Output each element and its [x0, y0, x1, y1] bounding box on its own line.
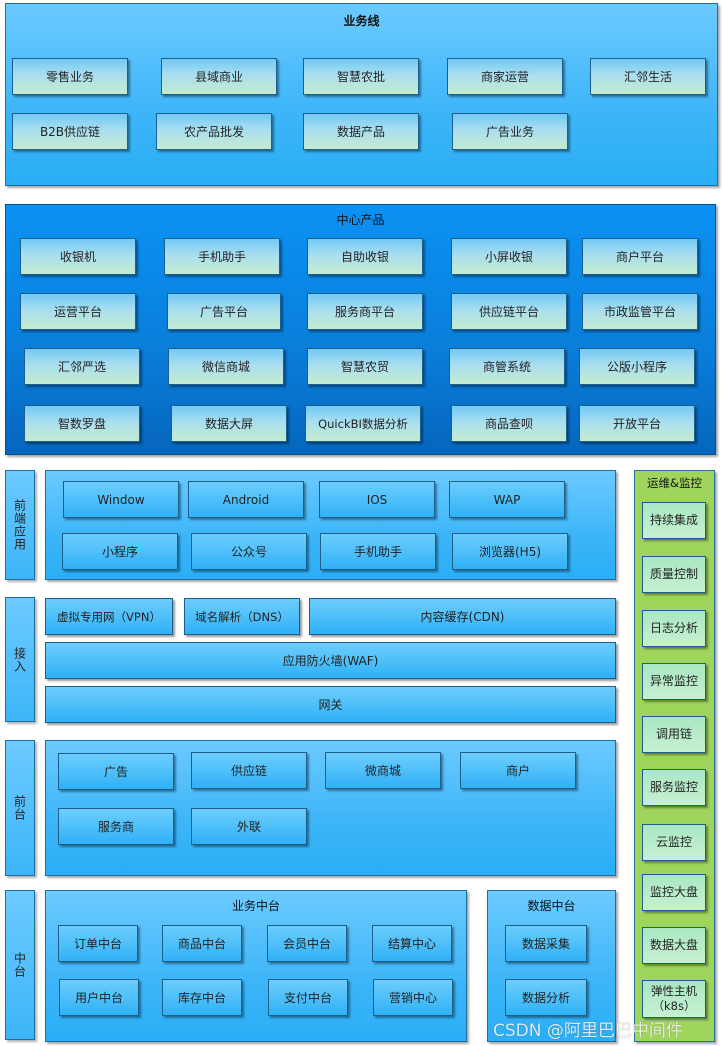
front-office-label: 前台: [5, 740, 35, 876]
front-external[interactable]: 外联: [191, 808, 307, 845]
center-products-title: 中心产品: [336, 213, 385, 227]
product-mall-management[interactable]: 商管系统: [449, 348, 565, 385]
csdn-watermark: CSDN @阿里巴巴中间件: [493, 1021, 683, 1041]
middle-settlement[interactable]: 结算中心: [372, 925, 452, 962]
frontend-android[interactable]: Android: [188, 481, 304, 518]
business-item-smart-wholesale[interactable]: 智慧农批: [303, 58, 419, 95]
ops-cloud-monitor[interactable]: 云监控: [642, 824, 706, 861]
ops-ci[interactable]: 持续集成: [642, 502, 706, 539]
data-analysis[interactable]: 数据分析: [505, 979, 587, 1016]
ops-title: 运维&监控: [647, 476, 702, 490]
ops-monitor-dashboard[interactable]: 监控大盘: [642, 874, 706, 911]
access-waf[interactable]: 应用防火墙(WAF): [45, 642, 616, 679]
data-collection[interactable]: 数据采集: [505, 925, 587, 962]
business-item-advertising[interactable]: 广告业务: [452, 113, 568, 150]
frontend-window[interactable]: Window: [63, 481, 179, 518]
business-line-title: 业务线: [343, 14, 380, 28]
frontend-apps-label: 前端应用: [5, 470, 35, 580]
business-item-retail[interactable]: 零售业务: [12, 58, 128, 95]
business-item-county[interactable]: 县域商业: [161, 58, 277, 95]
front-micro-mall[interactable]: 微商城: [325, 752, 441, 789]
middle-member[interactable]: 会员中台: [267, 925, 347, 962]
ops-service-monitor[interactable]: 服务监控: [642, 769, 706, 806]
access-label: 接入: [5, 597, 35, 722]
middle-office-label: 中台: [5, 890, 35, 1040]
frontend-mobile-assistant[interactable]: 手机助手: [320, 533, 436, 570]
ops-exception-monitor[interactable]: 异常监控: [642, 663, 706, 700]
business-item-agri-wholesale[interactable]: 农产品批发: [156, 113, 272, 150]
frontend-miniprogram[interactable]: 小程序: [62, 533, 178, 570]
product-public-miniprogram[interactable]: 公版小程序: [579, 348, 695, 385]
access-cdn[interactable]: 内容缓存(CDN): [309, 598, 616, 635]
product-huilin-select[interactable]: 汇邻严选: [24, 348, 140, 385]
business-item-data-products[interactable]: 数据产品: [303, 113, 419, 150]
product-smart-farmers-market[interactable]: 智慧农贸: [307, 348, 423, 385]
middle-user[interactable]: 用户中台: [59, 979, 139, 1016]
middle-payment[interactable]: 支付中台: [268, 979, 348, 1016]
data-middle-office-title: 数据中台: [527, 899, 576, 913]
front-ad[interactable]: 广告: [58, 753, 174, 790]
frontend-official-account[interactable]: 公众号: [191, 533, 307, 570]
ops-quality-control[interactable]: 质量控制: [642, 556, 706, 593]
frontend-wap[interactable]: WAP: [449, 481, 565, 518]
ops-elastic-host-k8s[interactable]: 弹性主机 （k8s）: [642, 980, 706, 1018]
business-middle-office-title: 业务中台: [231, 899, 280, 913]
product-wechat-mall[interactable]: 微信商城: [168, 348, 284, 385]
product-goods-query[interactable]: 商品查呗: [451, 405, 567, 442]
product-data-compass[interactable]: 智数罗盘: [24, 405, 140, 442]
product-quickbi[interactable]: QuickBI数据分析: [305, 405, 421, 442]
access-gateway[interactable]: 网关: [45, 686, 616, 723]
data-middle-office-panel: 数据中台: [487, 890, 616, 1042]
business-middle-office-panel: 业务中台: [45, 890, 467, 1042]
middle-order[interactable]: 订单中台: [58, 925, 138, 962]
product-small-screen-cashier[interactable]: 小屏收银: [451, 238, 567, 275]
middle-marketing[interactable]: 营销中心: [373, 979, 453, 1016]
product-municipal-platform[interactable]: 市政监管平台: [582, 293, 698, 330]
access-vpn[interactable]: 虚拟专用网（VPN）: [45, 598, 173, 635]
product-ops-platform[interactable]: 运营平台: [20, 293, 136, 330]
business-item-merchant-ops[interactable]: 商家运营: [447, 58, 563, 95]
ops-data-dashboard[interactable]: 数据大盘: [642, 927, 706, 964]
product-merchant-platform[interactable]: 商户平台: [582, 238, 698, 275]
front-supply-chain[interactable]: 供应链: [191, 752, 307, 789]
frontend-ios[interactable]: IOS: [319, 481, 435, 518]
ops-call-chain[interactable]: 调用链: [642, 716, 706, 753]
product-self-checkout[interactable]: 自助收银: [307, 238, 423, 275]
product-service-provider-platform[interactable]: 服务商平台: [307, 293, 423, 330]
access-dns[interactable]: 域名解析（DNS）: [184, 598, 300, 635]
ops-log-analysis[interactable]: 日志分析: [642, 610, 706, 647]
product-open-platform[interactable]: 开放平台: [579, 405, 695, 442]
business-item-huilin-life[interactable]: 汇邻生活: [590, 58, 706, 95]
product-mobile-assistant[interactable]: 手机助手: [164, 238, 280, 275]
middle-goods[interactable]: 商品中台: [162, 925, 242, 962]
product-ad-platform[interactable]: 广告平台: [167, 293, 281, 330]
product-cashier[interactable]: 收银机: [20, 238, 136, 275]
frontend-browser-h5[interactable]: 浏览器(H5): [452, 533, 568, 570]
product-data-screen[interactable]: 数据大屏: [171, 405, 287, 442]
business-item-b2b[interactable]: B2B供应链: [12, 113, 128, 150]
middle-inventory[interactable]: 库存中台: [162, 979, 242, 1016]
front-service-provider[interactable]: 服务商: [58, 808, 174, 845]
product-supply-chain-platform[interactable]: 供应链平台: [451, 293, 567, 330]
front-merchant[interactable]: 商户: [460, 752, 576, 789]
